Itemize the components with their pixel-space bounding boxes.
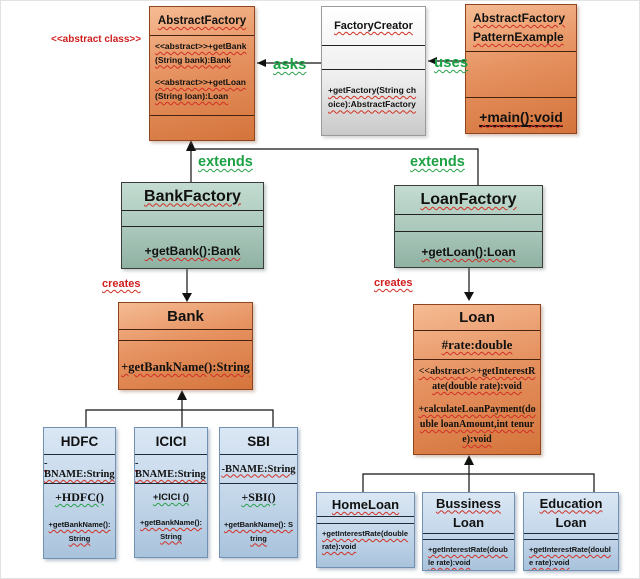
abstract-class-note: <<abstract class>> (51, 34, 142, 45)
section-divider (466, 51, 576, 52)
class-bank-factory: BankFactory +getBank():Bank (121, 182, 264, 269)
extends-label-left: extends (198, 154, 253, 170)
method-label: +getBankName(): String (48, 520, 111, 543)
class-hdfc: HDFC -BNAME:String +HDFC() +getBankName(… (43, 427, 116, 559)
class-title: LoanFactory (420, 191, 517, 208)
section-divider (414, 330, 540, 331)
section-divider (322, 69, 425, 70)
section-divider (423, 533, 514, 534)
class-title-line: PatternExample (473, 30, 564, 44)
class-home-loan: HomeLoan +getInterestRate(double rate):v… (316, 492, 415, 568)
attribute-label: -BNAME:String (44, 458, 115, 480)
method-label: +SBI() (241, 490, 276, 504)
method-label: +ICICI () (152, 492, 190, 503)
asks-label: asks (273, 56, 307, 73)
extends-label-right: extends (410, 154, 465, 170)
class-title-line: Loan (452, 515, 485, 530)
loan-generalization-connector (362, 455, 595, 492)
class-loan: Loan #rate:double <<abstract>>+getIntere… (413, 304, 541, 455)
creates-label-right: creates (374, 277, 413, 289)
method-label: <<abstract>>+getInterestRate(double rate… (418, 366, 536, 392)
class-title-line: AbstractFactory (473, 10, 566, 25)
creates-arrow-right (464, 268, 474, 301)
section-divider (220, 483, 297, 484)
section-divider (395, 231, 542, 232)
method-label: +getInterestRate(double rate):void (529, 545, 611, 567)
method-label: +getBankName():String (121, 360, 250, 374)
section-divider (423, 539, 514, 540)
class-title: FactoryCreator (334, 20, 413, 32)
empty-attributes (322, 46, 425, 69)
uses-label: uses (434, 54, 469, 71)
empty-attributes (466, 52, 576, 97)
class-title: SBI (247, 433, 270, 449)
section-divider (150, 35, 254, 36)
section-divider (44, 454, 115, 455)
bank-generalization-connector (85, 390, 274, 427)
section-divider (135, 454, 207, 455)
class-icici: ICICI -BNAME:String +ICICI () +getBankNa… (134, 427, 208, 558)
section-divider (317, 523, 414, 524)
method-label: +main():void (479, 109, 563, 127)
method-label: +calculateLoanPayment(double loanAmount,… (418, 404, 536, 445)
empty-attributes (395, 215, 542, 231)
class-title-line: Education (539, 495, 603, 511)
class-pattern-example: AbstractFactory PatternExample +main():v… (465, 4, 577, 134)
creates-arrow-left (182, 269, 192, 302)
empty-attributes (122, 211, 263, 226)
section-divider (220, 454, 297, 455)
class-education-loan: Education Loan +getInterestRate(double r… (523, 492, 619, 571)
method-label: +getFactory(String choice):AbstractFacto… (328, 85, 417, 110)
section-divider (524, 539, 618, 540)
class-bussiness-loan: Bussiness Loan +getInterestRate(double r… (422, 492, 515, 571)
method-label: +getInterestRate(double rate):void (322, 529, 409, 551)
section-divider (414, 359, 540, 360)
method-label: +HDFC() (55, 490, 104, 504)
section-divider (135, 483, 207, 484)
class-title: BankFactory (144, 187, 241, 205)
section-divider (466, 97, 576, 98)
method-label: <<abstract>>+getLoan(String loan):Loan (155, 77, 246, 101)
section-divider (322, 45, 425, 46)
class-title-line: Bussiness (435, 495, 502, 511)
section-divider (395, 214, 542, 215)
empty-section (150, 116, 254, 140)
creates-label-left: creates (102, 278, 141, 290)
class-title: Loan (459, 309, 495, 326)
class-title: AbstractFactory (157, 15, 247, 27)
class-title: HomeLoan (331, 497, 400, 512)
section-divider (150, 115, 254, 116)
class-title: Bank (167, 307, 204, 325)
class-bank: Bank +getBankName():String (118, 302, 253, 390)
class-abstract-factory: AbstractFactory <<abstract>>+getBank(Str… (149, 6, 255, 141)
method-label: +getBankName(): String (224, 520, 293, 543)
section-divider (122, 226, 263, 227)
method-label: <<abstract>>+getBank(String bank):Bank (155, 41, 247, 65)
class-factory-creator: FactoryCreator +getFactory(String choice… (321, 6, 426, 136)
section-divider (44, 483, 115, 484)
section-divider (524, 533, 618, 534)
method-label: +getLoan():Loan (421, 245, 516, 259)
class-sbi: SBI -BNAME:String +SBI() +getBankName():… (219, 427, 298, 558)
section-divider (317, 516, 414, 517)
class-title: HDFC (60, 433, 99, 449)
attribute-label: #rate:double (441, 337, 513, 352)
empty-attributes (119, 330, 252, 340)
attribute-label: -BNAME:String (135, 458, 206, 480)
method-label: +getInterestRate(double rate):void (428, 545, 508, 567)
class-title: ICICI (155, 433, 187, 449)
section-divider (119, 329, 252, 330)
class-loan-factory: LoanFactory +getLoan():Loan (394, 185, 543, 268)
class-title-line: Loan (555, 515, 587, 530)
section-divider (122, 210, 263, 211)
section-divider (119, 340, 252, 341)
attribute-label: -BNAME:String (221, 463, 296, 475)
method-label: +getBankName(): String (140, 518, 202, 541)
method-label: +getBank():Bank (144, 244, 241, 258)
